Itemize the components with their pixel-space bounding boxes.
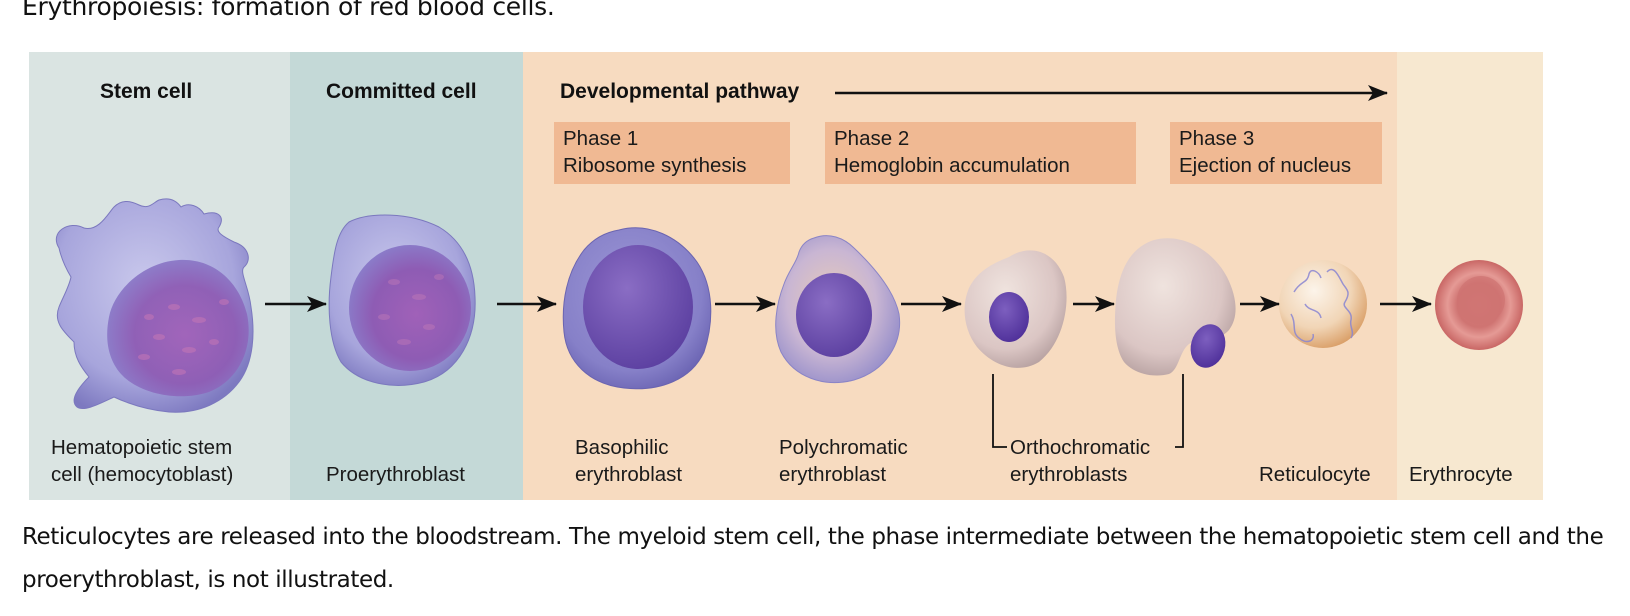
stem-cell-heading: Stem cell (100, 80, 193, 103)
figure-caption: Reticulocytes are released into the bloo… (22, 524, 1604, 593)
label-basophilic-erythroblast: Basophilic erythroblast (575, 436, 683, 486)
phase-3-box: Phase 3 Ejection of nucleus (1170, 122, 1382, 184)
phase-2-title: Phase 2 (834, 127, 910, 150)
label-reticulocyte: Reticulocyte (1259, 463, 1371, 486)
label-erythrocyte: Erythrocyte (1409, 463, 1513, 486)
orthochromatic-erythroblast-1 (964, 250, 1067, 368)
label-orthochromatic-erythroblasts: Orthochromatic erythroblasts (1010, 436, 1151, 486)
phase-1-box: Phase 1 Ribosome synthesis (554, 122, 790, 184)
label-hematopoietic-stem-cell: Hematopoietic stem cell (hemocytoblast) (51, 436, 234, 486)
phase-1-title: Phase 1 (563, 127, 639, 150)
phase-1-desc: Ribosome synthesis (563, 154, 747, 177)
polychromatic-erythroblast (775, 235, 901, 384)
reticulocyte (1279, 260, 1367, 348)
hematopoietic-stem-cell (56, 198, 254, 413)
cell-illustrations (56, 85, 1523, 448)
label-polychromatic-erythroblast: Polychromatic erythroblast (779, 436, 908, 486)
basophilic-erythroblast (562, 227, 712, 390)
phase-2-desc: Hemoglobin accumulation (834, 154, 1070, 177)
orthochromatic-erythroblast-2 (1114, 238, 1236, 376)
proerythroblast (328, 214, 476, 386)
erythropoiesis-figure: Stem cell Committed cell Developmental p… (29, 52, 1543, 500)
figure-title: Erythropoiesis: formation of red blood c… (22, 0, 555, 21)
phase-3-title: Phase 3 (1179, 127, 1255, 150)
orthochromatic-bracket (992, 374, 1184, 448)
committed-cell-heading: Committed cell (326, 80, 477, 103)
phase-3-desc: Ejection of nucleus (1179, 154, 1352, 177)
erythrocyte (1435, 260, 1523, 350)
phase-2-box: Phase 2 Hemoglobin accumulation (825, 122, 1136, 184)
label-proerythroblast: Proerythroblast (326, 463, 466, 486)
developmental-pathway-heading: Developmental pathway (560, 80, 800, 103)
